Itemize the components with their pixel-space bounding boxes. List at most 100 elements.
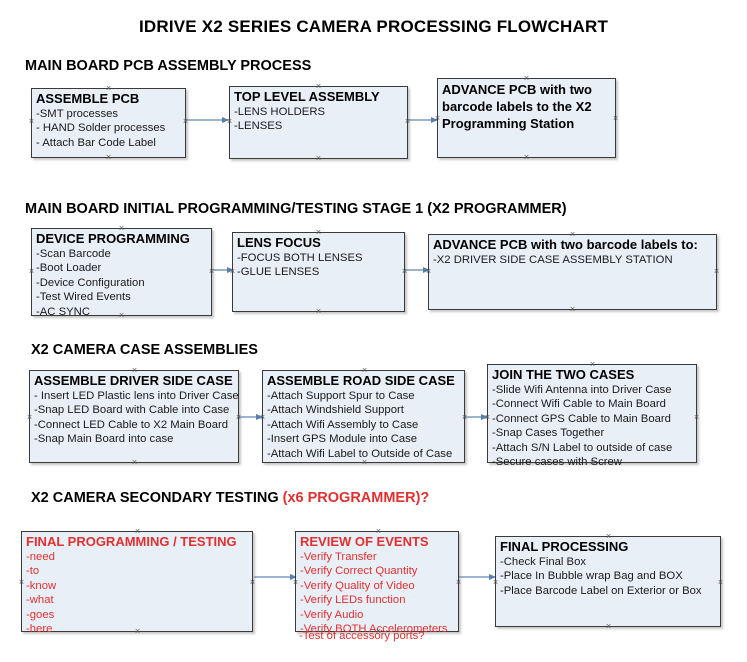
connection-handle-top[interactable]: × (315, 81, 322, 91)
connection-handle-left[interactable]: × (484, 412, 491, 422)
connection-handle-right[interactable]: × (249, 577, 256, 587)
node-line: -Verify Correct Quantity (300, 565, 418, 578)
connection-handle-top[interactable]: × (315, 227, 322, 237)
page-title: IDRIVE X2 SERIES CAMERA PROCESSING FLOWC… (138, 17, 609, 36)
connection-handle-top[interactable]: × (375, 526, 382, 536)
node-assemble-pcb[interactable]: ASSEMBLE PCB -SMT processes - HAND Solde… (29, 84, 188, 162)
node-line: -Secure cases with Screw (492, 456, 622, 469)
connection-handle-left[interactable]: × (226, 116, 233, 126)
node-line: -here (26, 623, 53, 636)
node-line: -GLUE LENSES (237, 266, 320, 279)
connection-handle-right[interactable]: × (717, 577, 724, 587)
connection-handle-bottom[interactable]: × (605, 621, 612, 631)
node-title: ASSEMBLE DRIVER SIDE CASE (34, 373, 233, 388)
node-line: -need (26, 550, 55, 563)
connection-handle-bottom[interactable]: × (361, 457, 368, 467)
node-title: TOP LEVEL ASSEMBLY (234, 89, 380, 104)
node-line: -to (26, 565, 40, 578)
connection-handle-top[interactable]: × (105, 83, 112, 93)
connection-handle-bottom[interactable]: × (315, 153, 322, 163)
connection-handle-left[interactable]: × (492, 577, 499, 587)
node-line: -Attach S/N Label to outside of case (492, 441, 673, 454)
connection-handle-left[interactable]: × (434, 113, 441, 123)
node-title: REVIEW OF EVENTS (300, 534, 429, 549)
connection-handle-top[interactable]: × (589, 359, 596, 369)
connection-handle-top[interactable]: × (131, 365, 138, 375)
connection-handle-top[interactable]: × (134, 526, 141, 536)
node-top-level-assembly[interactable]: TOP LEVEL ASSEMBLY -LENS HOLDERS -LENSES… (227, 82, 410, 163)
connection-handle-bottom[interactable]: × (569, 304, 576, 314)
connection-handle-left[interactable]: × (259, 412, 266, 422)
connection-handle-right[interactable]: × (612, 113, 619, 123)
node-line: -Verify Quality of Video (300, 579, 415, 592)
node-line: -Connect Wifi Cable to Main Board (492, 398, 666, 411)
node-line: -Insert GPS Module into Case (267, 433, 418, 446)
node-line: -FOCUS BOTH LENSES (237, 251, 363, 264)
node-line: -Verify Audio (300, 608, 364, 621)
node-review-of-events[interactable]: REVIEW OF EVENTS -Verify Transfer -Verif… (293, 527, 461, 636)
connection-handle-left[interactable]: × (18, 577, 25, 587)
node-line: -Snap Cases Together (492, 427, 605, 440)
node-line: -Verify LEDs function (300, 594, 406, 607)
node-line: -Boot Loader (36, 262, 102, 275)
node-assemble-road-side-case[interactable]: ASSEMBLE ROAD SIDE CASE -Attach Support … (260, 366, 467, 467)
node-assemble-driver-side-case[interactable]: ASSEMBLE DRIVER SIDE CASE - Insert LED P… (27, 366, 241, 467)
connection-handle-right[interactable]: × (455, 577, 462, 587)
connection-handle-left[interactable]: × (229, 266, 236, 276)
node-line: -goes (26, 608, 55, 621)
node-line: -Place In Bubble wrap Bag and BOX (500, 570, 683, 583)
connection-handle-left[interactable]: × (28, 116, 35, 126)
node-line: -Attach Wifi Label to Outside of Case (267, 447, 453, 460)
section-heading-x2-camera-case-assemblies: X2 CAMERA CASE ASSEMBLIES (31, 342, 258, 358)
connection-handle-right[interactable]: × (461, 412, 468, 422)
node-line: -Attach Support Spur to Case (267, 389, 415, 402)
node-line: -what (26, 594, 54, 607)
connection-handle-top[interactable]: × (605, 531, 612, 541)
node-line: -Connect GPS Cable to Main Board (492, 412, 671, 425)
connection-handle-bottom[interactable]: × (131, 457, 138, 467)
connection-handle-top[interactable]: × (569, 229, 576, 239)
connection-handle-left[interactable]: × (292, 577, 299, 587)
connection-handle-right[interactable]: × (713, 266, 720, 276)
node-device-programming[interactable]: DEVICE PROGRAMMING -Scan Barcode -Boot L… (29, 224, 214, 320)
connection-handle-bottom[interactable]: × (118, 310, 125, 320)
connection-handle-bottom[interactable]: × (134, 626, 141, 636)
connection-handle-bottom[interactable]: × (315, 306, 322, 316)
node-line: -X2 DRIVER SIDE CASE ASSEMBLY STATION (433, 253, 673, 266)
connection-handle-bottom[interactable]: × (589, 457, 596, 467)
section-heading-red-text: (x6 PROGRAMMER)? (282, 490, 430, 506)
node-line: -LENS HOLDERS (234, 105, 326, 118)
node-join-the-two-cases[interactable]: JOIN THE TWO CASES -Slide Wifi Antenna i… (485, 360, 699, 469)
node-line: - HAND Solder processes (36, 122, 166, 135)
connection-handle-left[interactable]: × (425, 266, 432, 276)
node-advance-pcb-driver-side-case[interactable]: ADVANCE PCB with two barcode labels to: … (426, 230, 719, 314)
node-advance-pcb-programming-station[interactable]: ADVANCE PCB with two barcode labels to t… (435, 74, 618, 162)
node-line: -Attach Wifi Assembly to Case (267, 418, 419, 431)
connection-handle-right[interactable]: × (235, 412, 242, 422)
connection-handle-top[interactable]: × (118, 223, 125, 233)
connection-handle-right[interactable]: × (404, 116, 411, 126)
connection-handle-left[interactable]: × (26, 412, 33, 422)
node-lens-focus[interactable]: LENS FOCUS -FOCUS BOTH LENSES -GLUE LENS… (230, 228, 407, 316)
connection-handle-bottom[interactable]: × (523, 152, 530, 162)
node-line: -Connect LED Cable to X2 Main Board (34, 418, 229, 431)
node-line: -Snap LED Board with Cable into Case (34, 404, 230, 417)
connection-handle-bottom[interactable]: × (375, 626, 382, 636)
node-title: ASSEMBLE PCB (36, 91, 140, 106)
connection-handle-top[interactable]: × (523, 73, 530, 83)
node-title: ASSEMBLE ROAD SIDE CASE (267, 373, 455, 388)
node-line: - Insert LED Plastic lens into Driver Ca… (34, 389, 239, 402)
connection-handle-top[interactable]: × (361, 365, 368, 375)
node-final-programming-testing[interactable]: FINAL PROGRAMMING / TESTING -need -to -k… (19, 527, 255, 636)
section-heading-main-board-pcb-assembly: MAIN BOARD PCB ASSEMBLY PROCESS (25, 58, 312, 74)
node-line: -SMT processes (36, 107, 119, 120)
connection-handle-right[interactable]: × (208, 266, 215, 276)
connection-handle-bottom[interactable]: × (105, 152, 112, 162)
connection-handle-right[interactable]: × (693, 412, 700, 422)
connection-handle-right[interactable]: × (401, 266, 408, 276)
connection-handle-right[interactable]: × (182, 116, 189, 126)
connection-handle-left[interactable]: × (28, 266, 35, 276)
node-final-processing[interactable]: FINAL PROCESSING -Check Final Box -Place… (493, 532, 723, 631)
node-line: -Slide Wifi Antenna into Driver Case (492, 383, 672, 396)
node-line: -AC SYNC (36, 305, 90, 318)
